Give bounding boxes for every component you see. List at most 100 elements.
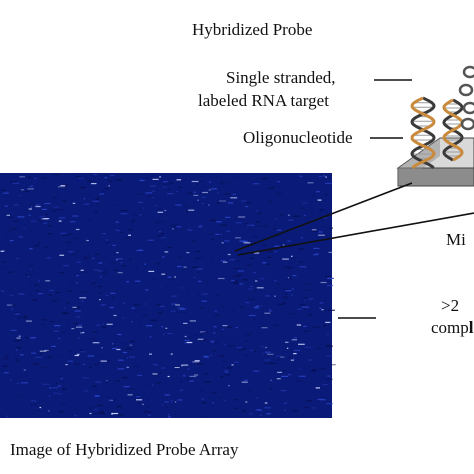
array-spot: [326, 284, 334, 287]
array-spot: [86, 180, 92, 182]
microarray-scan-image: [0, 173, 336, 418]
array-spot: [116, 252, 119, 254]
array-spot: [283, 370, 286, 372]
array-spot: [274, 245, 280, 247]
array-spot: [258, 212, 262, 214]
array-spot: [220, 180, 224, 182]
array-spot: [99, 299, 101, 301]
array-spot: [253, 307, 259, 309]
array-spot: [45, 280, 51, 282]
oligonucleotide-label: Oligonucleotide: [243, 128, 353, 147]
array-spot: [42, 383, 50, 385]
array-spot: [136, 399, 143, 401]
array-spot: [202, 373, 210, 375]
array-spot: [130, 375, 133, 377]
array-spot: [20, 354, 24, 356]
array-spot: [159, 176, 162, 178]
array-spot: [177, 399, 183, 401]
array-spot: [297, 248, 304, 250]
array-spot: [38, 293, 43, 295]
array-spot: [300, 237, 303, 239]
array-spot: [318, 175, 323, 178]
array-spot: [246, 334, 251, 336]
array-spot: [100, 410, 103, 412]
array-spot: [166, 406, 169, 408]
array-spot: [151, 399, 153, 401]
array-spot: [150, 175, 155, 177]
array-spot: [108, 180, 113, 182]
array-spot: [184, 339, 190, 341]
array-spot: [15, 313, 20, 315]
array-spot: [259, 414, 262, 417]
array-spot: [217, 202, 220, 204]
array-spot: [229, 259, 236, 261]
array-spot: [50, 209, 54, 212]
array-spot: [104, 177, 107, 179]
array-spot: [15, 349, 18, 351]
array-spot: [321, 309, 324, 311]
array-spot: [227, 367, 233, 369]
array-spot: [161, 310, 164, 312]
array-spot: [276, 229, 282, 231]
array-spot: [27, 188, 34, 190]
array-spot: [215, 294, 217, 296]
array-spot: [16, 382, 20, 384]
array-spot: [70, 357, 72, 359]
array-spot: [34, 177, 37, 180]
array-spot: [35, 404, 37, 406]
array-spot: [291, 349, 293, 351]
array-spot: [261, 225, 268, 227]
array-spot: [293, 337, 297, 339]
array-spot: [69, 233, 73, 235]
array-spot: [76, 261, 81, 263]
array-spot: [201, 202, 205, 205]
array-spot: [144, 263, 146, 265]
array-spot: [77, 250, 79, 252]
array-spot: [311, 230, 318, 232]
array-spot: [247, 390, 253, 392]
array-spot: [50, 356, 53, 358]
array-spot: [278, 303, 285, 305]
dna-double-helix-icon: [410, 96, 464, 170]
array-spot: [151, 384, 154, 386]
array-spot: [17, 216, 25, 218]
array-spot: [117, 272, 123, 274]
array-spot: [167, 332, 173, 335]
array-spot: [265, 346, 268, 349]
array-spot: [250, 285, 253, 287]
array-spot: [46, 213, 48, 215]
array-spot: [231, 309, 234, 311]
array-spot: [323, 309, 326, 311]
array-spot: [89, 407, 94, 409]
array-spot: [114, 344, 116, 346]
array-spot: [248, 288, 253, 290]
array-spot: [38, 242, 41, 244]
array-spot: [170, 353, 173, 355]
array-spot: [178, 186, 183, 188]
array-spot: [6, 415, 8, 417]
array-spot: [136, 394, 139, 396]
array-spot: [162, 256, 165, 258]
array-spot: [41, 177, 47, 179]
array-spot: [292, 275, 297, 277]
array-spot: [101, 190, 103, 192]
array-spot: [222, 325, 228, 327]
array-spot: [303, 214, 306, 216]
array-spot: [96, 204, 99, 206]
array-spot: [99, 292, 102, 294]
array-spot: [122, 302, 126, 304]
array-spot: [74, 310, 81, 312]
array-spot: [109, 262, 116, 264]
array-spot: [126, 366, 130, 369]
array-spot: [98, 270, 102, 272]
array-spot: [1, 290, 5, 292]
array-spot: [128, 234, 131, 236]
array-spot: [25, 274, 33, 276]
array-spot: [146, 406, 149, 408]
array-spot: [152, 178, 159, 180]
array-spot: [235, 280, 238, 282]
array-spot: [218, 355, 225, 357]
array-spot: [149, 353, 152, 355]
array-spot: [94, 409, 98, 411]
array-spot: [16, 337, 21, 339]
